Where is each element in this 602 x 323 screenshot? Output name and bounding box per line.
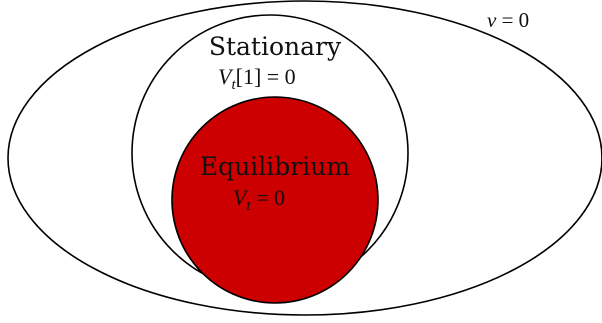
stationary-set-condition: Vt[1] = 0 bbox=[218, 64, 296, 93]
outer-set-label: v = 0 bbox=[487, 8, 529, 32]
equilibrium-set-condition: Vt = 0 bbox=[233, 185, 285, 214]
stationary-set-label: Stationary bbox=[209, 32, 342, 61]
equilibrium-set-label: Equilibrium bbox=[200, 152, 350, 181]
equilibrium-set-circle bbox=[171, 96, 379, 304]
